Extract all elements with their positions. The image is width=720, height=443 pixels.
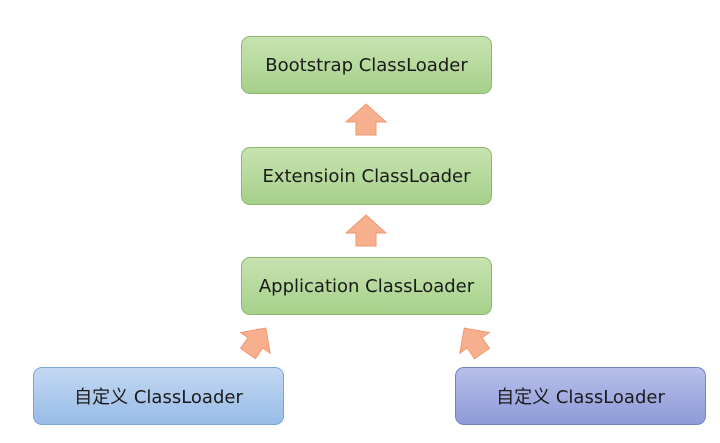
custom-classloader-left-node: 自定义 ClassLoader: [33, 367, 284, 425]
arrow-application-to-extension: [344, 214, 388, 247]
bootstrap-classloader-label: Bootstrap ClassLoader: [265, 54, 468, 76]
arrow-custom-left-to-application: [239, 327, 271, 360]
custom-classloader-left-label: 自定义 ClassLoader: [74, 387, 243, 408]
application-classloader-node: Application ClassLoader: [241, 257, 492, 315]
arrow-extension-to-bootstrap: [344, 103, 388, 136]
application-classloader-label: Application ClassLoader: [258, 275, 475, 297]
custom-classloader-right-label: 自定义 ClassLoader: [496, 387, 665, 408]
arrow-custom-right-to-application: [459, 327, 491, 360]
extension-classloader-label: Extensioin ClassLoader: [262, 165, 471, 187]
custom-classloader-right-node: 自定义 ClassLoader: [455, 367, 706, 425]
bootstrap-classloader-node: Bootstrap ClassLoader: [241, 36, 492, 94]
extension-classloader-node: Extensioin ClassLoader: [241, 147, 492, 205]
